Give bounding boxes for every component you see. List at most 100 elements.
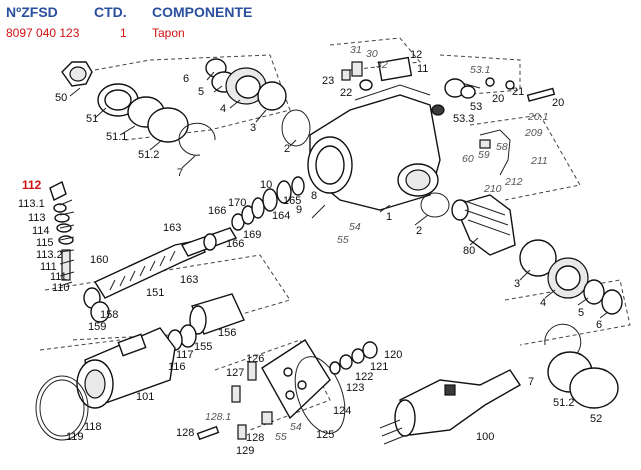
callout-111-a: 111 — [40, 261, 57, 273]
callout-164: 164 — [272, 210, 290, 222]
callout-169: 169 — [243, 229, 261, 241]
callout-60: 60 — [462, 153, 474, 165]
worm-shaft-151 — [93, 227, 238, 299]
sector-shaft-80 — [451, 194, 516, 256]
callout-122: 122 — [355, 371, 373, 383]
callout-128-b: 128 — [246, 432, 264, 444]
callout-80: 80 — [463, 245, 475, 257]
callout-110: 110 — [52, 282, 70, 294]
callout-158: 158 — [100, 309, 118, 321]
callout-9: 9 — [296, 204, 302, 216]
callout-112-highlight: 112 — [22, 178, 42, 192]
header-quantity: CTD. — [94, 4, 127, 20]
snap-ring-7 — [178, 122, 216, 156]
callout-121: 121 — [370, 361, 388, 373]
callout-3-right: 3 — [514, 278, 520, 290]
bearing-4 — [225, 67, 267, 105]
valve-body-124 — [261, 339, 331, 420]
header-component: COMPONENTE — [152, 4, 253, 20]
callout-111-b: 111 — [50, 271, 67, 283]
callout-20-a: 20 — [492, 93, 504, 105]
callout-117: 117 — [176, 349, 194, 361]
callout-119: 119 — [66, 431, 84, 443]
callout-5: 5 — [198, 86, 204, 98]
callout-151: 151 — [146, 287, 164, 299]
valve-parts-21-23 — [341, 61, 556, 102]
callout-212: 212 — [504, 176, 523, 188]
callout-127: 127 — [226, 367, 244, 379]
callout-55-top: 55 — [337, 234, 349, 246]
seal-2-top — [281, 109, 311, 147]
callout-11: 11 — [417, 63, 428, 75]
bolts-126-129 — [196, 361, 273, 441]
callout-30: 30 — [366, 48, 378, 60]
callout-12: 12 — [410, 49, 422, 61]
callout-128-1: 128.1 — [205, 411, 231, 423]
callout-32: 32 — [376, 59, 388, 71]
callout-53: 53 — [470, 101, 482, 113]
callout-120: 120 — [384, 349, 402, 361]
callout-156: 156 — [218, 327, 236, 339]
callout-54-top: 54 — [349, 221, 361, 233]
callout-165: 165 — [283, 195, 301, 207]
rings-5-6-right — [583, 279, 623, 315]
seal-ring-stack-164-170 — [231, 176, 305, 231]
callout-7-right: 7 — [528, 376, 534, 388]
rings-120-123 — [329, 341, 378, 375]
callout-6: 6 — [183, 73, 189, 85]
callout-10: 10 — [260, 179, 272, 191]
callout-211: 211 — [530, 155, 548, 167]
callout-166-a: 166 — [208, 205, 226, 217]
callout-53-1: 53.1 — [470, 64, 490, 76]
callout-210: 210 — [483, 183, 502, 195]
callout-116: 116 — [168, 361, 186, 373]
callout-128-a: 128 — [176, 427, 194, 439]
callout-5-right: 5 — [578, 307, 584, 319]
callout-50: 50 — [55, 92, 67, 104]
callout-1: 1 — [386, 211, 392, 223]
callout-51: 51 — [86, 113, 98, 125]
callout-209: 209 — [524, 127, 543, 139]
callout-53-3: 53.3 — [453, 113, 474, 125]
callout-21: 21 — [512, 86, 524, 98]
callout-100: 100 — [476, 431, 494, 443]
callout-159: 159 — [88, 321, 106, 333]
callout-113-1: 113.1 — [18, 198, 45, 210]
nut-50 — [61, 61, 93, 87]
callout-163-b: 163 — [180, 274, 198, 286]
component-value: Tapon — [152, 26, 185, 40]
callout-160: 160 — [90, 254, 108, 266]
callout-163-a: 163 — [163, 222, 181, 234]
callout-126: 126 — [246, 353, 264, 365]
callout-125: 125 — [316, 429, 334, 441]
callout-3: 3 — [250, 122, 256, 134]
valve-cap-112 — [49, 181, 74, 281]
callout-23: 23 — [322, 75, 334, 87]
callout-8: 8 — [311, 190, 317, 202]
callout-118: 118 — [84, 421, 102, 433]
pipe-209 — [479, 129, 511, 176]
callout-4: 4 — [220, 103, 226, 115]
cover-52 — [569, 367, 619, 409]
callout-6-right: 6 — [596, 319, 602, 331]
callout-155: 155 — [194, 341, 212, 353]
callout-54-bottom: 54 — [290, 421, 302, 433]
callout-113-2: 113.2 — [36, 249, 63, 261]
callout-101: 101 — [136, 391, 154, 403]
rotary-valve-100 — [379, 369, 521, 445]
callout-22: 22 — [340, 87, 352, 99]
callout-labels: 50 51 51.1 51.2 7 6 5 4 3 2 1 8 9 10 164… — [18, 44, 602, 457]
seal-2-right — [420, 192, 450, 218]
callout-31: 31 — [350, 44, 362, 56]
callout-51-1: 51.1 — [106, 131, 127, 143]
callout-58: 58 — [496, 141, 508, 153]
bearing-4-right — [547, 257, 589, 299]
callout-51-2-right: 51.2 — [553, 397, 574, 409]
bearing-ring-3 — [257, 81, 287, 111]
callout-166-b: 166 — [226, 238, 244, 250]
steering-gear-housing-1 — [307, 56, 445, 211]
callout-113: 113 — [28, 212, 46, 224]
seal-ring-118-119 — [35, 375, 89, 441]
seal-3-right — [519, 239, 557, 277]
callout-55-bottom: 55 — [275, 431, 287, 443]
